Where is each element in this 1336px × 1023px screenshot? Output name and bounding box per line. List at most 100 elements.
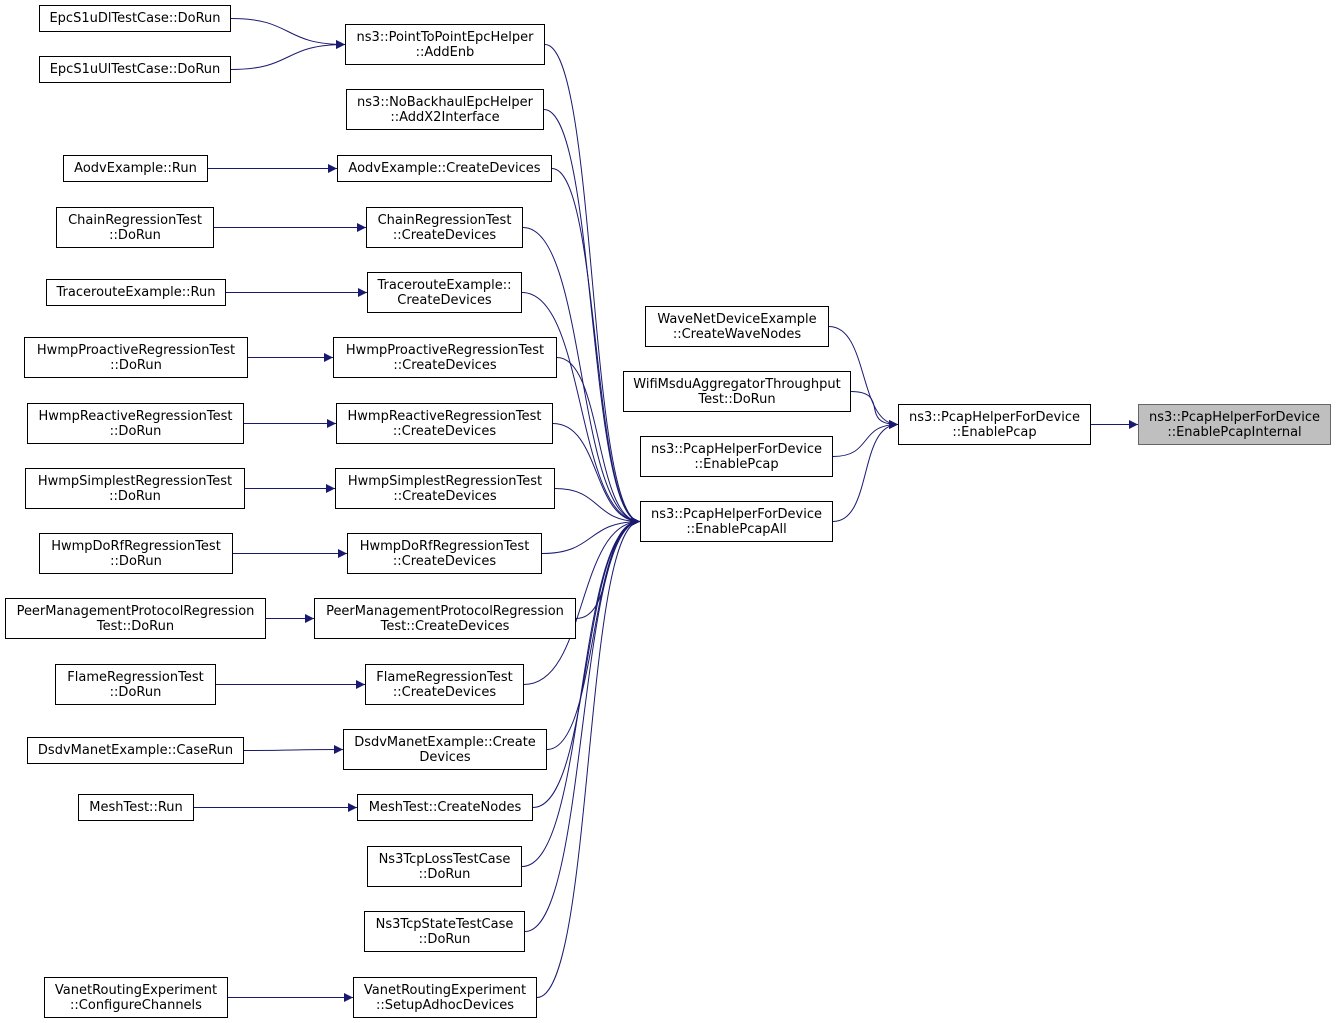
node-label-line: ::DoRun	[418, 931, 471, 947]
node-label-line: PeerManagementProtocolRegression	[326, 603, 564, 619]
node-s1uDl[interactable]: EpcS1uDlTestCase::DoRun	[39, 5, 231, 32]
node-label-line: VanetRoutingExperiment	[54, 982, 218, 998]
node-vanetSetup[interactable]: VanetRoutingExperiment::SetupAdhocDevice…	[353, 977, 537, 1018]
node-meshRun[interactable]: MeshTest::Run	[78, 794, 194, 821]
node-tcpState[interactable]: Ns3TcpStateTestCase::DoRun	[364, 911, 525, 952]
node-label-line: WaveNetDeviceExample	[657, 311, 817, 327]
node-aodvRun[interactable]: AodvExample::Run	[63, 155, 208, 182]
edge-dsdvCreate-to-enableAll	[546, 517, 641, 750]
node-enableAll[interactable]: ns3::PcapHelperForDevice::EnablePcapAll	[640, 501, 833, 542]
edge-s1uUl-to-addEnb	[230, 40, 346, 70]
node-label-line: ns3::PcapHelperForDevice	[651, 441, 822, 457]
node-label-line: ::DoRun	[110, 357, 162, 373]
edge-traceCreate-to-enableAll	[521, 292, 641, 526]
edge-tcpLoss-to-enableAll	[521, 517, 641, 867]
node-label-line: HwmpSimplestRegressionTest	[347, 473, 543, 489]
edge-hsCreate-to-enableAll	[554, 488, 641, 526]
node-label-line: ::DoRun	[109, 488, 161, 504]
node-hpCreate[interactable]: HwmpProactiveRegressionTest::CreateDevic…	[333, 337, 557, 378]
node-tcpLoss[interactable]: Ns3TcpLossTestCase::DoRun	[367, 846, 522, 887]
edge-waveNodes-to-enablePcap	[828, 326, 899, 429]
node-label-line: MeshTest::Run	[89, 800, 183, 815]
node-label-line: HwmpProactiveRegressionTest	[345, 342, 545, 358]
node-hpRun[interactable]: HwmpProactiveRegressionTest::DoRun	[24, 337, 248, 378]
node-label-line: TracerouteExample::Run	[56, 285, 216, 300]
node-label-line: ns3::PointToPointEpcHelper	[356, 29, 534, 45]
edge-enableAll-to-enablePcap	[832, 420, 899, 522]
node-hsRun[interactable]: HwmpSimplestRegressionTest::DoRun	[25, 468, 245, 509]
node-flameRun[interactable]: FlameRegressionTest::DoRun	[55, 664, 216, 705]
edge-tcpState-to-enableAll	[524, 517, 641, 932]
node-label-line: ::DoRun	[418, 866, 471, 882]
edge-aodvCreate-to-enableAll	[551, 168, 641, 526]
node-s1uUl[interactable]: EpcS1uUlTestCase::DoRun	[39, 56, 231, 83]
node-label-line: ::CreateWaveNodes	[672, 326, 802, 342]
node-meshCreate[interactable]: MeshTest::CreateNodes	[357, 794, 533, 821]
node-waveNodes[interactable]: WaveNetDeviceExample::CreateWaveNodes	[645, 306, 829, 347]
node-label-line: Ns3TcpLossTestCase	[378, 851, 511, 867]
node-label-line: ::DoRun	[109, 423, 162, 439]
node-label-line: EpcS1uDlTestCase::DoRun	[49, 11, 221, 26]
node-label-line: Ns3TcpStateTestCase	[375, 916, 514, 932]
node-label-line: Test::DoRun	[698, 391, 776, 407]
node-flameCreate[interactable]: FlameRegressionTest::CreateDevices	[365, 664, 524, 705]
node-label-line: PeerManagementProtocolRegression	[16, 603, 255, 619]
node-label-line: FlameRegressionTest	[376, 669, 513, 685]
node-label-line: ::AddEnb	[415, 44, 475, 60]
node-label-line: AodvExample::Run	[74, 161, 197, 176]
node-hdRun[interactable]: HwmpDoRfRegressionTest::DoRun	[39, 533, 233, 574]
node-label-line: DsdvManetExample::CaseRun	[37, 743, 234, 758]
node-enablePcap[interactable]: ns3::PcapHelperForDevice::EnablePcap	[898, 404, 1091, 445]
node-addEnb[interactable]: ns3::PointToPointEpcHelper::AddEnb	[345, 24, 545, 65]
node-chainCreate[interactable]: ChainRegressionTest::CreateDevices	[366, 207, 523, 248]
node-label-line: Test::CreateDevices	[380, 618, 510, 634]
node-label-line: ::CreateDevices	[392, 553, 497, 569]
node-label-line: HwmpReactiveRegressionTest	[38, 408, 233, 424]
node-label-line: ::EnablePcap	[694, 456, 779, 472]
node-label-line: ::AddX2Interface	[390, 109, 500, 125]
node-label-line: HwmpSimplestRegressionTest	[37, 473, 233, 489]
node-label-line: MeshTest::CreateNodes	[368, 800, 522, 815]
node-label-line: HwmpProactiveRegressionTest	[36, 342, 236, 358]
edge-chainCreate-to-enableAll	[522, 227, 641, 526]
node-label-line: ns3::PcapHelperForDevice	[651, 506, 822, 522]
node-enablePcap2[interactable]: ns3::PcapHelperForDevice::EnablePcap	[640, 436, 833, 477]
node-label-line: Test::DoRun	[96, 618, 175, 634]
node-addX2[interactable]: ns3::NoBackhaulEpcHelper::AddX2Interface	[346, 89, 544, 130]
node-vanetConf[interactable]: VanetRoutingExperiment::ConfigureChannel…	[44, 977, 228, 1018]
edge-meshCreate-to-enableAll	[532, 517, 641, 808]
edge-hdCreate-to-enableAll	[541, 517, 641, 554]
node-label-line: ::EnablePcapAll	[686, 521, 787, 537]
node-root: ns3::PcapHelperForDevice::EnablePcapInte…	[1138, 404, 1331, 445]
node-hrRun[interactable]: HwmpReactiveRegressionTest::DoRun	[27, 403, 244, 444]
node-dsdvRun[interactable]: DsdvManetExample::CaseRun	[27, 737, 244, 764]
node-hrCreate[interactable]: HwmpReactiveRegressionTest::CreateDevice…	[336, 403, 553, 444]
node-aodvCreate[interactable]: AodvExample::CreateDevices	[337, 155, 552, 182]
node-label-line: ChainRegressionTest	[68, 212, 202, 228]
node-chainRun[interactable]: ChainRegressionTest::DoRun	[56, 207, 214, 248]
node-label-line: TracerouteExample::	[377, 277, 512, 293]
node-hsCreate[interactable]: HwmpSimplestRegressionTest::CreateDevice…	[335, 468, 555, 509]
node-label-line: HwmpReactiveRegressionTest	[347, 408, 542, 424]
node-label-line: ::CreateDevices	[392, 423, 497, 439]
edge-vanetSetup-to-enableAll	[536, 517, 641, 998]
node-traceCreate[interactable]: TracerouteExample::CreateDevices	[367, 272, 522, 313]
node-traceRun[interactable]: TracerouteExample::Run	[46, 279, 226, 306]
edge-dsdvRun-to-dsdvCreate	[243, 745, 344, 755]
node-label-line: ::ConfigureChannels	[70, 997, 202, 1013]
edge-flameCreate-to-enableAll	[523, 517, 641, 685]
node-label-line: ::DoRun	[109, 227, 161, 243]
node-hdCreate[interactable]: HwmpDoRfRegressionTest::CreateDevices	[347, 533, 542, 574]
node-label-line: FlameRegressionTest	[67, 669, 204, 685]
node-label-line: HwmpDoRfRegressionTest	[359, 538, 530, 554]
node-label-line: ChainRegressionTest	[377, 212, 512, 228]
node-label-line: ::EnablePcapInternal	[1167, 424, 1302, 440]
edge-addEnb-to-enableAll	[544, 44, 641, 526]
node-label-line: ns3::NoBackhaulEpcHelper	[357, 94, 533, 110]
node-label-line: DsdvManetExample::Create	[354, 734, 536, 750]
